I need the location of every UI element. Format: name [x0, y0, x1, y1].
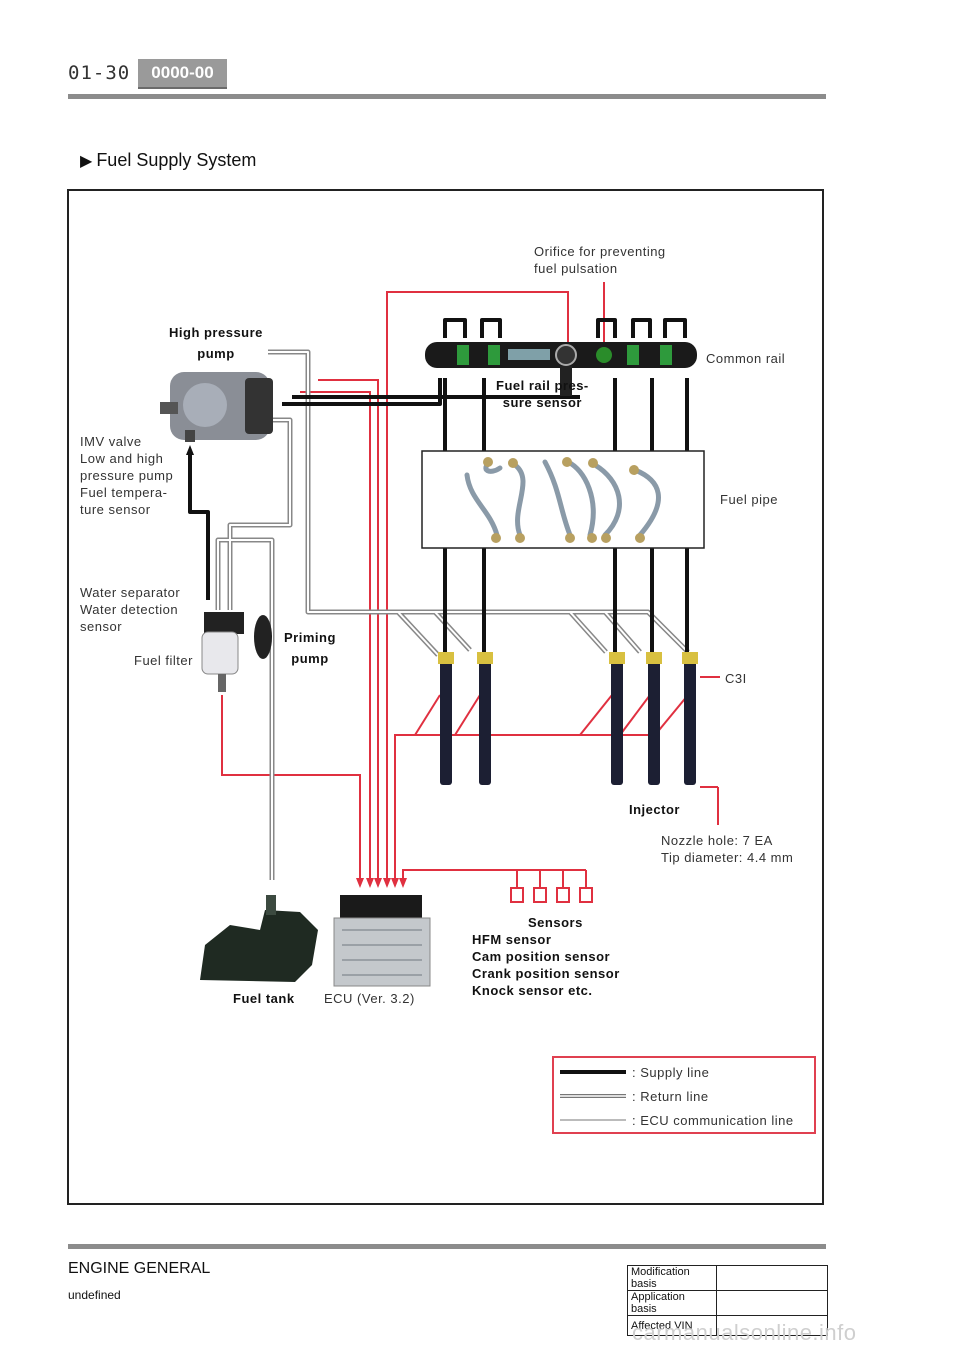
label-orifice: Orifice for preventing fuel pulsation [534, 244, 666, 276]
legend-supply: : Supply line [632, 1065, 710, 1080]
common-rail [425, 342, 697, 396]
label-common-rail: Common rail [706, 351, 786, 366]
legend-swatches [560, 1070, 626, 1121]
label-water-separator: Water separator Water detection sensor [80, 585, 181, 634]
header-rule [68, 94, 826, 99]
high-pressure-pump [160, 372, 273, 442]
modification-table: Modification basis Application basis Aff… [627, 1265, 828, 1336]
table-row: Affected VIN [627, 1315, 828, 1336]
ecu-line-pump-2 [300, 391, 371, 878]
ecu-arrowheads [356, 878, 407, 888]
watermark: carmanualsonline.info [632, 1320, 857, 1345]
label-fuel-pipe: Fuel pipe [720, 492, 778, 507]
label-fuel-filter: Fuel filter [134, 653, 193, 668]
label-injector: Injector [629, 802, 680, 817]
triangle-marker-icon: ▶ [80, 153, 93, 170]
section-title-text: Fuel Supply System [96, 150, 257, 170]
ecu-line-sensors [402, 869, 586, 878]
ecu-line-injectors [394, 734, 655, 878]
fuel-filter [201, 612, 244, 692]
return-lines [215, 349, 690, 880]
label-nozzle: Nozzle hole: 7 EA Tip diameter: 4.4 mm [661, 833, 794, 865]
supply-lines [188, 318, 689, 655]
page-number: 01-30 [68, 62, 131, 84]
table-row: Application basis [627, 1290, 828, 1316]
ecu-line-pump [318, 379, 379, 878]
ecu-line-inj5 [654, 694, 689, 736]
return-lines-inner [217, 351, 689, 880]
ecu-unit [333, 895, 431, 987]
label-ecu: ECU (Ver. 3.2) [324, 991, 415, 1006]
ecu-communication-lines [221, 282, 720, 878]
priming-pump [254, 615, 272, 659]
ecu-line-filter [221, 695, 361, 878]
ecu-line-inj4 [619, 694, 651, 736]
label-imv-valve: IMV valve Low and high pressure pump Fue… [80, 434, 174, 517]
label-priming-pump: Priming pump [284, 630, 336, 666]
footer-subtitle: undefined [68, 1288, 121, 1302]
diagram-frame [67, 189, 824, 1205]
supply-arrow [186, 445, 194, 455]
legend: : Supply line : Return line : ECU commun… [552, 1056, 816, 1134]
ecu-line-inj3 [579, 694, 613, 736]
legend-return: : Return line [632, 1089, 709, 1104]
section-title: ▶Fuel Supply System [80, 150, 256, 171]
fuel-tank [200, 895, 318, 982]
label-fuel-tank: Fuel tank [233, 991, 295, 1006]
label-rail-pressure-sensor: Fuel rail pres- sure sensor [496, 378, 589, 410]
chapter-title: ENGINE GENERAL [68, 1260, 211, 1277]
fuel-pipe-box [421, 450, 705, 549]
legend-ecu-communication: : ECU communication line [632, 1113, 794, 1128]
table-row: Modification basis [627, 1265, 828, 1291]
ecu-line-rail-sensor [386, 291, 569, 878]
label-sensors: Sensors HFM sensor Cam position sensor C… [472, 915, 620, 998]
label-c3i: C3I [725, 671, 747, 686]
section-code-badge: 0000-00 [138, 59, 227, 89]
label-high-pressure-pump: High pressure pump [169, 325, 263, 361]
footer-rule [68, 1244, 826, 1249]
ecu-line-inj1 [414, 694, 441, 736]
sensor-boxes [510, 870, 593, 903]
ecu-line-inj2 [454, 694, 481, 736]
injectors [438, 652, 698, 785]
